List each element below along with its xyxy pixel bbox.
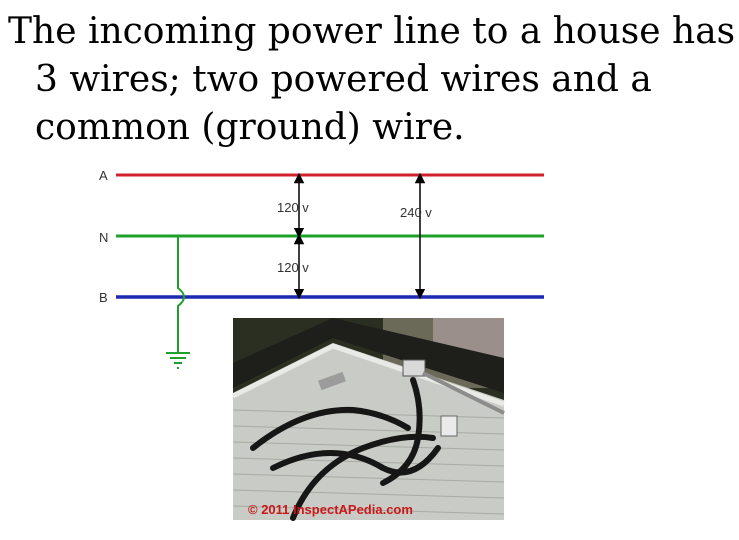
wiring-diagram: A N B 120 v 120 v 240 v: [99, 168, 544, 369]
voltage-label-n-b: 120 v: [277, 260, 309, 275]
wire-label-b: B: [99, 290, 108, 305]
service-drop-photo: [231, 318, 505, 521]
voltage-label-a-n: 120 v: [277, 200, 309, 215]
neutral-ground-lead: [177, 236, 185, 352]
voltage-label-a-b: 240 v: [400, 205, 432, 220]
wire-label-n: N: [99, 230, 108, 245]
ground-icon: [166, 352, 190, 369]
wire-label-a: A: [99, 168, 108, 183]
slide-title: The incoming power line to a house has 3…: [8, 11, 736, 148]
photo-illustration: [231, 318, 505, 521]
photo-credit: © 2011 InspectAPedia.com: [248, 502, 413, 517]
